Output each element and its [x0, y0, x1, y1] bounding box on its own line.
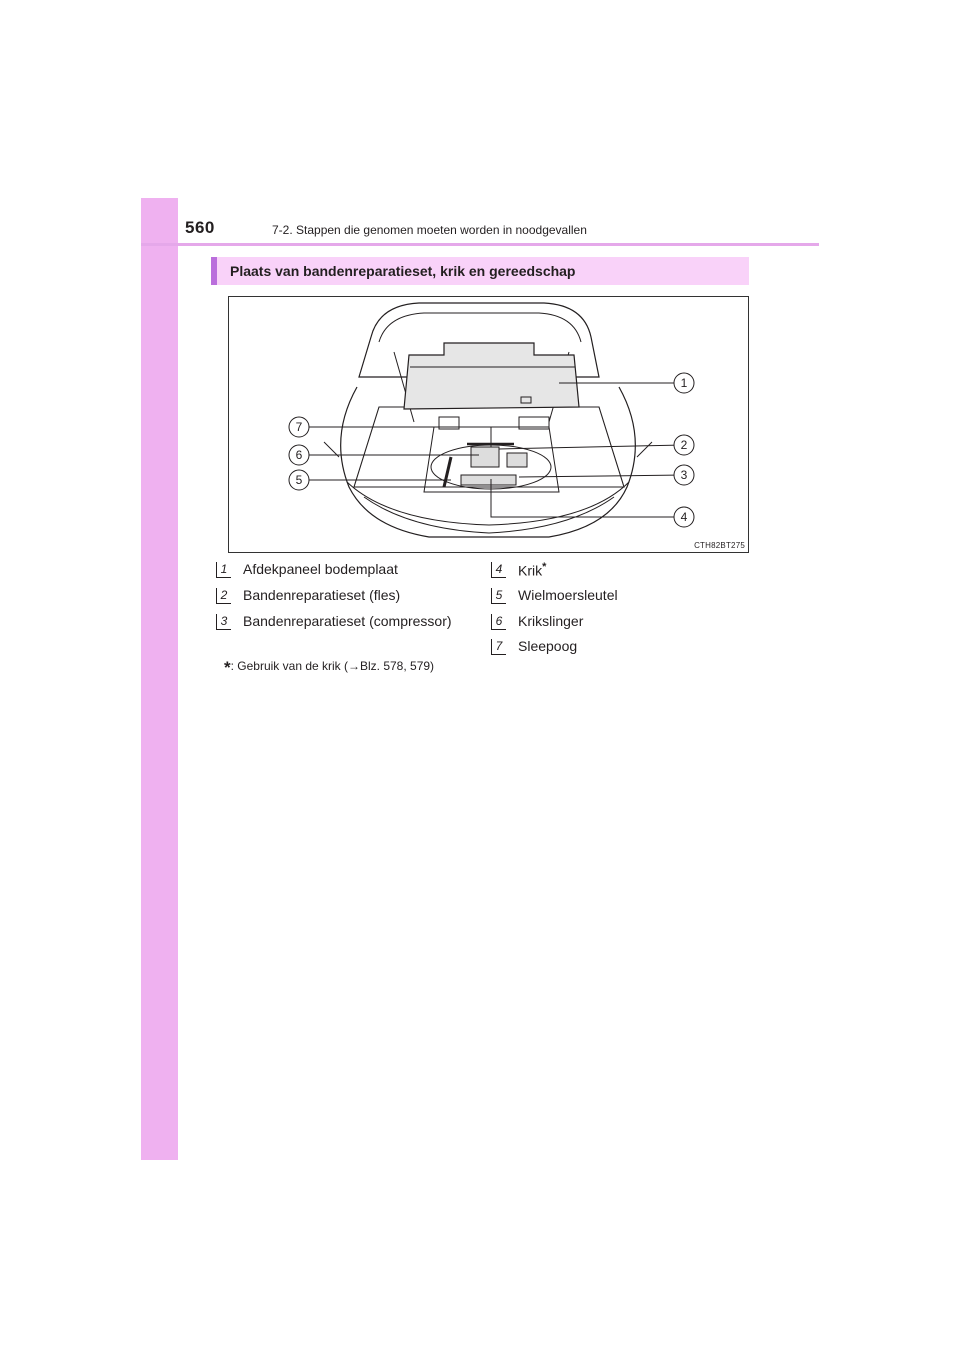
- callout-1: 1: [681, 376, 688, 390]
- callout-6: 6: [296, 448, 303, 462]
- callout-4: 4: [681, 510, 688, 524]
- legend-label: Sleepoog: [518, 638, 578, 654]
- legend-number: 1: [216, 562, 231, 578]
- trunk-illustration-drawing: 1 2 3 4 5 6 7: [288, 302, 695, 538]
- footnote: *: Gebruik van de krik (→Blz. 578, 579): [224, 655, 435, 677]
- legend-number: 6: [491, 614, 506, 630]
- legend-label: Krik*: [518, 561, 547, 579]
- figure-code: CTH82BT275: [694, 541, 745, 550]
- section-title: 7-2. Stappen die genomen moeten worden i…: [272, 223, 587, 237]
- footnote-star: *: [224, 658, 231, 677]
- legend-label: Bandenreparatieset (compressor): [243, 613, 452, 629]
- legend-label: Afdekpaneel bodemplaat: [243, 561, 398, 577]
- legend-number: 3: [216, 614, 231, 630]
- legend-number: 5: [491, 588, 506, 604]
- callout-3: 3: [681, 468, 688, 482]
- legend-label: Wielmoersleutel: [518, 587, 618, 603]
- page-number: 560: [185, 218, 215, 237]
- legend-label: Krikslinger: [518, 613, 584, 629]
- legend-number: 7: [491, 639, 506, 655]
- callout-7: 7: [296, 420, 303, 434]
- callout-2: 2: [681, 438, 688, 452]
- chapter-side-tab: [141, 198, 178, 1160]
- header-rule: [141, 243, 819, 246]
- callout-5: 5: [296, 473, 303, 487]
- legend-label: Bandenreparatieset (fles): [243, 587, 401, 603]
- box-heading: Plaats van bandenreparatieset, krik en g…: [211, 257, 749, 285]
- footnote-marker: *: [542, 561, 547, 573]
- box-heading-text: Plaats van bandenreparatieset, krik en g…: [230, 263, 576, 279]
- legend-number: 2: [216, 588, 231, 604]
- footnote-text: : Gebruik van de krik (→Blz. 578, 579): [230, 659, 435, 673]
- trunk-illustration: 1 2 3 4 5 6 7 CTH82BT275: [228, 296, 749, 553]
- legend-number: 4: [491, 562, 506, 578]
